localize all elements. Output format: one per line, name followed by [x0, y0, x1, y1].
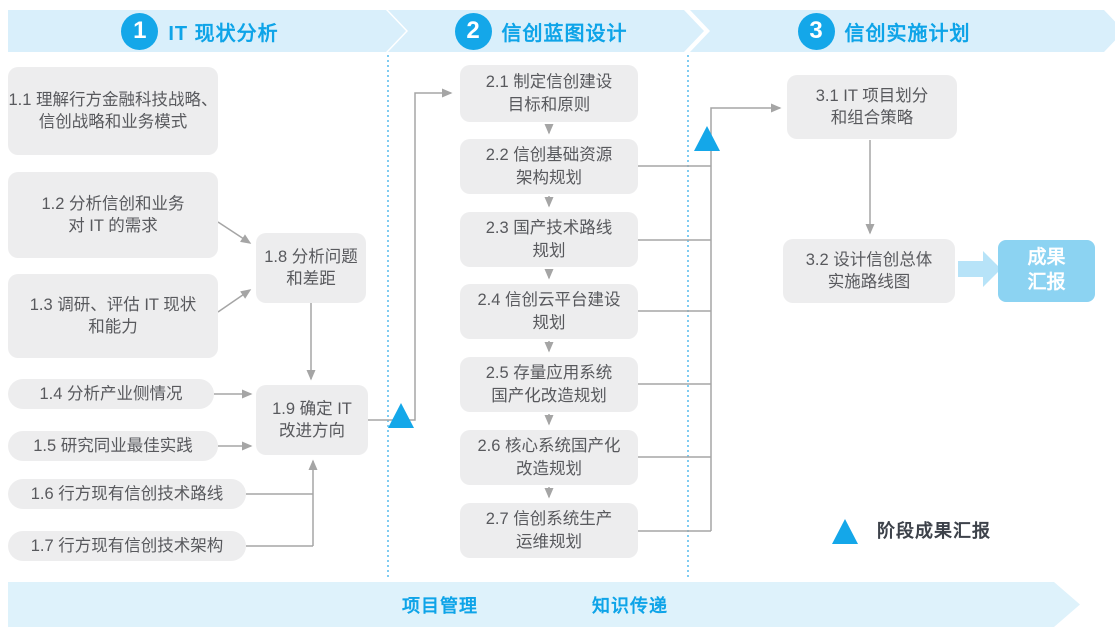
node-1-4: 1.4 分析产业侧情况: [8, 379, 214, 409]
phase-banner-2: 2 信创蓝图设计: [388, 10, 704, 52]
milestone-triangle-icon: [388, 403, 414, 428]
phase-title-1: IT 现状分析: [168, 22, 279, 45]
result-report-box: 成果 汇报: [998, 240, 1095, 302]
node-3-1: 3.1 IT 项目划分 和组合策略: [787, 75, 957, 139]
node-2-4: 2.4 信创云平台建设 规划: [460, 284, 638, 339]
bottom-banner-item-knowledge-transfer: 知识传递: [592, 596, 668, 616]
node-2-7: 2.7 信创系统生产 运维规划: [460, 503, 638, 558]
node-2-5: 2.5 存量应用系统 国产化改造规划: [460, 357, 638, 412]
node-1-3: 1.3 调研、评估 IT 现状 和能力: [8, 274, 218, 358]
node-2-2: 2.2 信创基础资源 架构规划: [460, 139, 638, 194]
node-3-2: 3.2 设计信创总体 实施路线图: [783, 239, 955, 303]
phase-banner-1: 1 IT 现状分析: [8, 10, 406, 52]
node-1-6: 1.6 行方现有信创技术路线: [8, 479, 246, 509]
legend: 阶段成果汇报: [832, 517, 991, 544]
node-1-5: 1.5 研究同业最佳实践: [8, 431, 218, 461]
node-1-9: 1.9 确定 IT 改进方向: [256, 385, 368, 455]
milestone-triangle-icon: [832, 519, 858, 544]
node-2-1: 2.1 制定信创建设 目标和原则: [460, 65, 638, 122]
node-2-6: 2.6 核心系统国产化 改造规划: [460, 430, 638, 485]
node-1-7: 1.7 行方现有信创技术架构: [8, 531, 246, 561]
result-arrow-icon: [958, 251, 1001, 287]
legend-label: 阶段成果汇报: [877, 521, 991, 541]
phase-number-badge-1: 1: [121, 13, 158, 50]
phase-number-badge-3: 3: [798, 13, 835, 50]
node-1-1: 1.1 理解行方金融科技战略、 信创战略和业务模式: [8, 67, 218, 155]
bottom-banner-item-project-management: 项目管理: [402, 596, 478, 616]
bottom-banner: [8, 582, 1080, 627]
phase-title-3: 信创实施计划: [844, 22, 971, 45]
phase-title-2: 信创蓝图设计: [501, 22, 628, 45]
node-1-2: 1.2 分析信创和业务 对 IT 的需求: [8, 172, 218, 258]
phase-banner-3: 3 信创实施计划: [690, 10, 1115, 52]
phase-number-badge-2: 2: [455, 13, 492, 50]
node-1-8: 1.8 分析问题 和差距: [256, 233, 366, 303]
node-2-3: 2.3 国产技术路线 规划: [460, 212, 638, 267]
milestone-triangle-icon: [694, 126, 720, 151]
